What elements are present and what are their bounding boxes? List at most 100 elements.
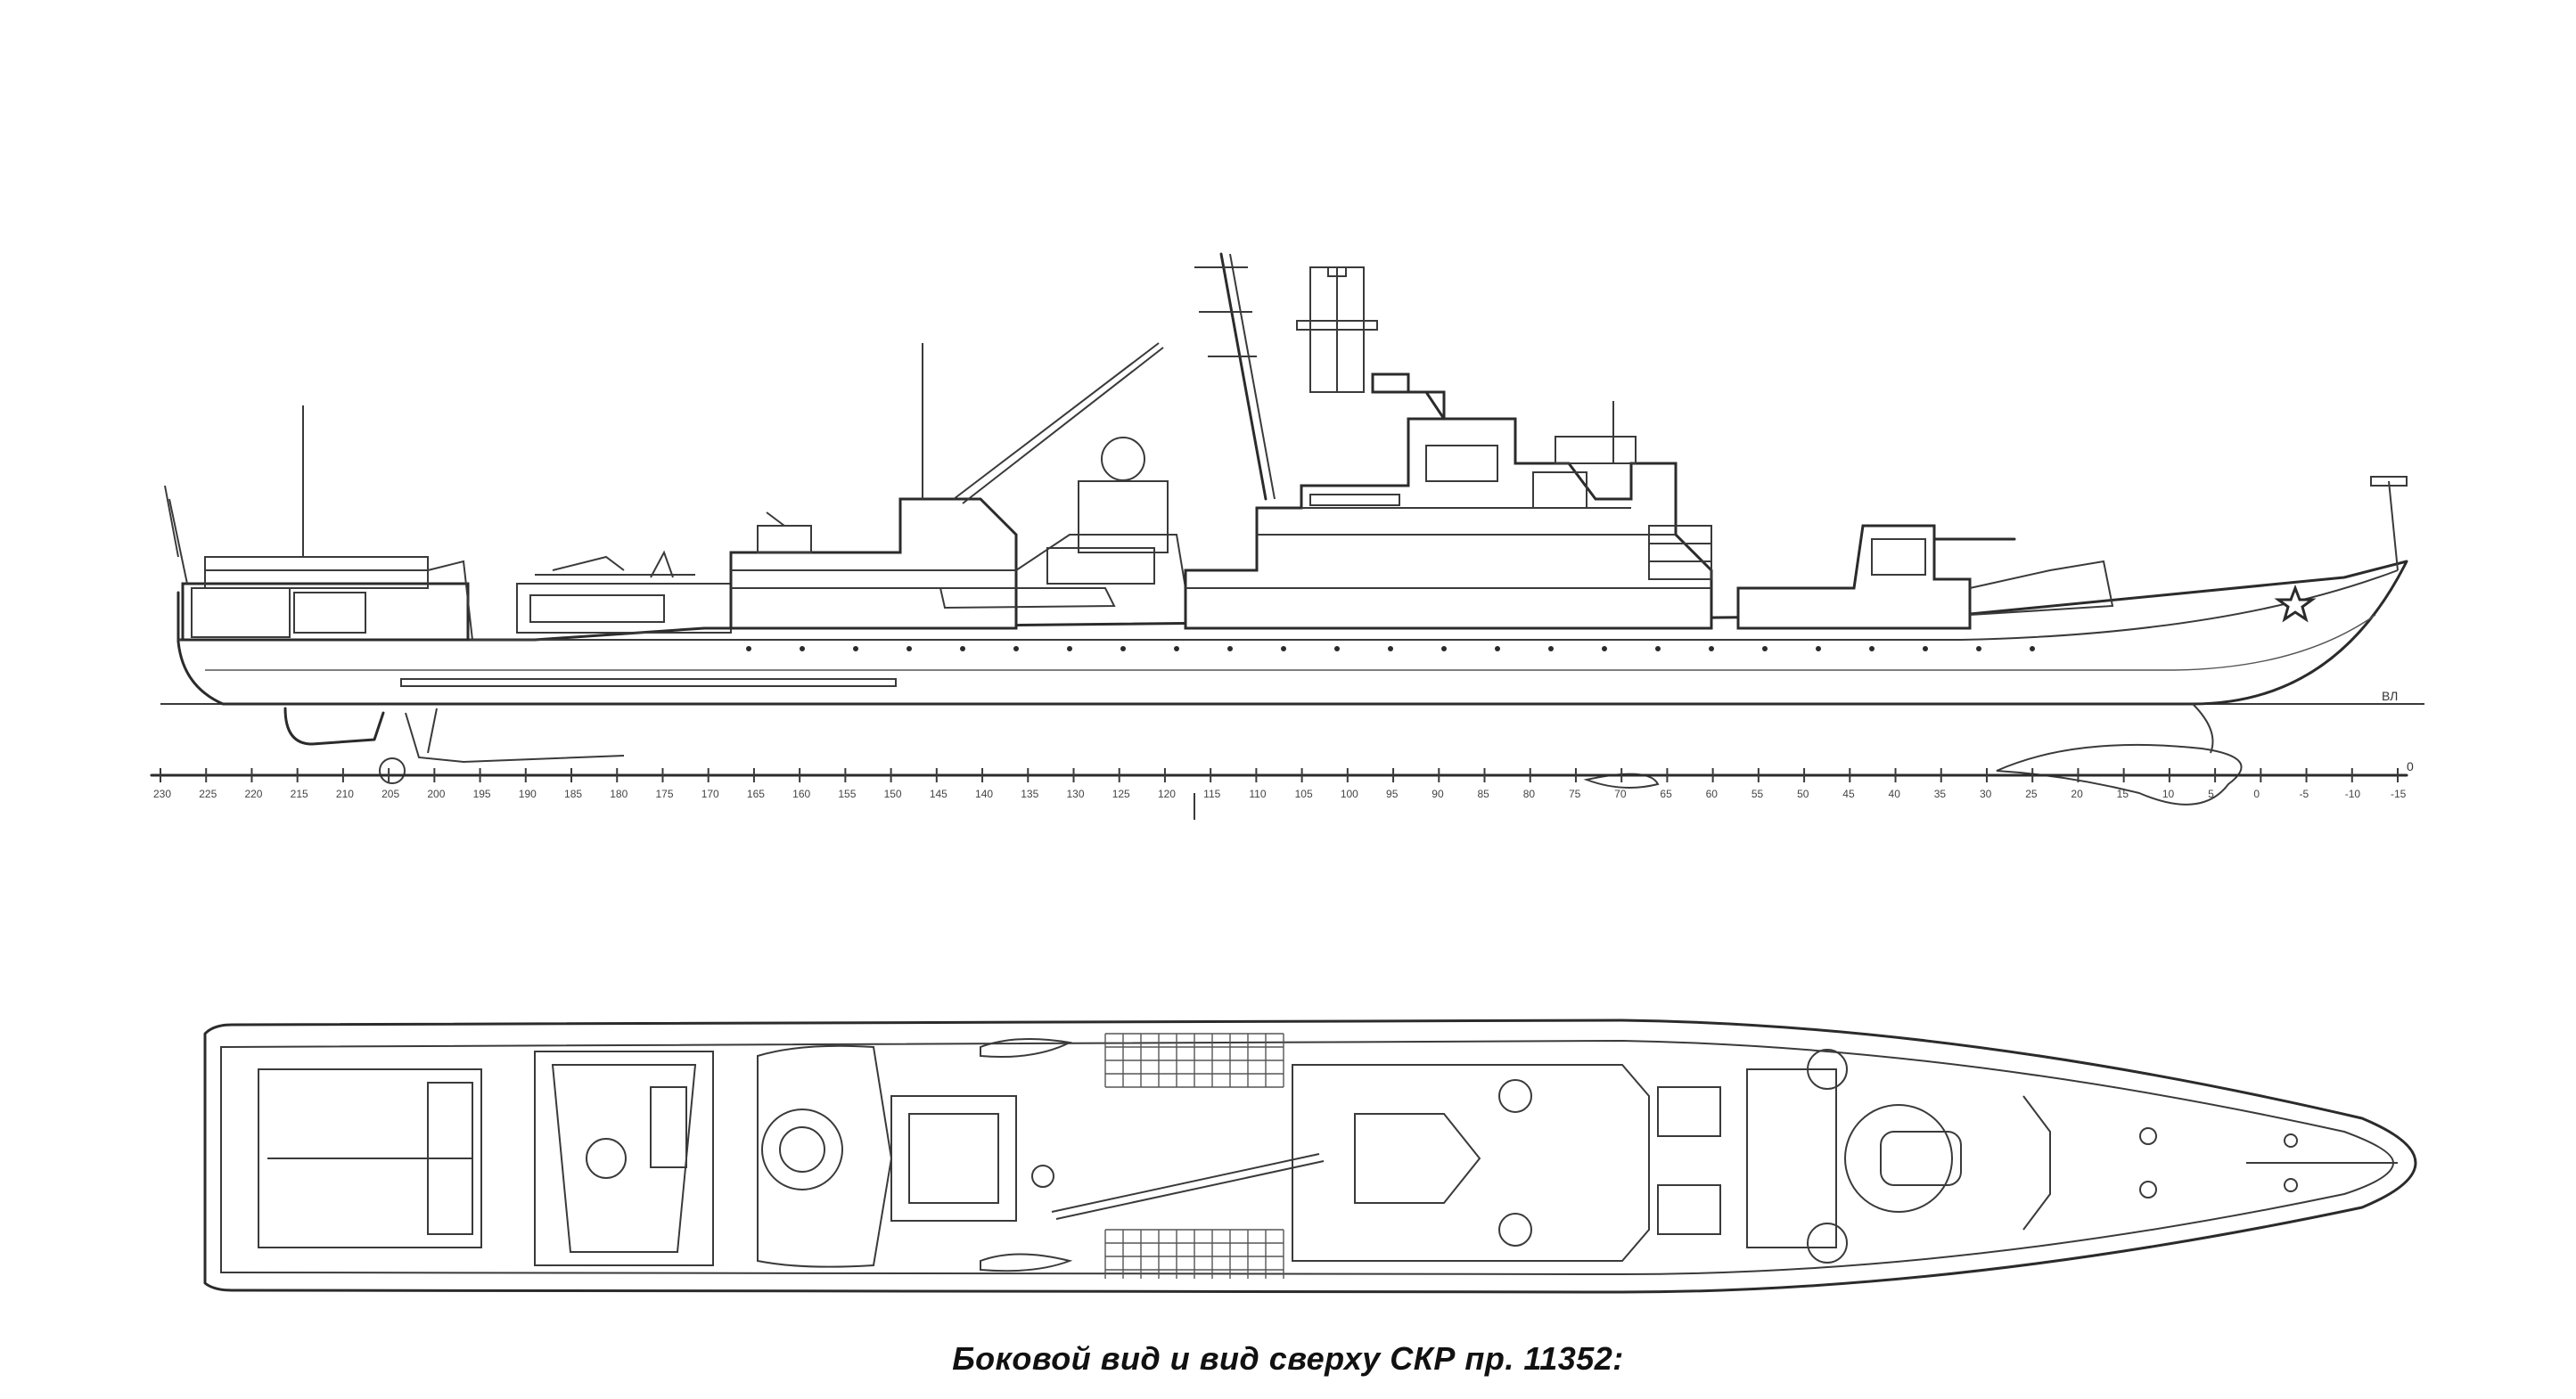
station-tick-label: 125 xyxy=(1112,788,1130,800)
foremast xyxy=(1219,252,1267,501)
porthole xyxy=(1602,646,1607,651)
boot-topping xyxy=(205,614,2376,671)
deck-outline xyxy=(203,1019,2417,1294)
station-tick-label: 130 xyxy=(1066,788,1084,800)
station-tick-label: 85 xyxy=(1478,788,1490,800)
station-tick-label: 140 xyxy=(975,788,993,800)
waterline-label: ВЛ xyxy=(2382,689,2398,703)
side-view: ВЛ xyxy=(150,252,2424,820)
station-tick-label: 110 xyxy=(1249,788,1266,800)
station-tick-label: 205 xyxy=(381,788,399,800)
station-tick-label: 225 xyxy=(199,788,217,800)
station-tick-label: 5 xyxy=(2208,788,2214,800)
porthole xyxy=(1816,646,1821,651)
porthole xyxy=(1869,646,1875,651)
porthole xyxy=(1441,646,1447,651)
station-tick-label: 20 xyxy=(2071,788,2083,800)
boat-lower xyxy=(980,1253,1073,1272)
porthole xyxy=(1709,646,1714,651)
station-tick-label: 150 xyxy=(884,788,902,800)
porthole xyxy=(746,646,751,651)
hull-stripe xyxy=(400,678,897,687)
porthole xyxy=(907,646,912,651)
station-tick-label: -10 xyxy=(2345,788,2361,800)
station-tick-label: 215 xyxy=(291,788,308,800)
station-tick-label: 160 xyxy=(792,788,810,800)
station-tick-label: 55 xyxy=(1752,788,1764,800)
crane-jib xyxy=(953,342,1160,500)
station-tick-label: 145 xyxy=(930,788,948,800)
station-tick-label: 220 xyxy=(244,788,262,800)
aft-weapons xyxy=(757,1044,1054,1268)
porthole xyxy=(1388,646,1393,651)
sonar-dome xyxy=(1996,743,2243,806)
station-tick-label: 120 xyxy=(1158,788,1176,800)
helo-deck xyxy=(258,1068,482,1248)
porthole xyxy=(1174,646,1179,651)
boat-upper xyxy=(980,1038,1073,1058)
porthole xyxy=(1227,646,1233,651)
porthole xyxy=(1334,646,1340,651)
superstructure-top xyxy=(1292,1064,1721,1262)
porthole xyxy=(1120,646,1126,651)
crane-arm-top xyxy=(1051,1153,1320,1213)
station-tick-label: 200 xyxy=(427,788,445,800)
porthole xyxy=(960,646,965,651)
mid-aft-superstructure xyxy=(729,343,1186,630)
station-tick-label: 25 xyxy=(2025,788,2038,800)
station-tick-label: 175 xyxy=(655,788,673,800)
figure-caption: Боковой вид и вид сверху СКР пр. 11352: xyxy=(952,1340,1624,1377)
station-tick-label: 75 xyxy=(1569,788,1581,800)
top-view xyxy=(203,1019,2417,1294)
deck-grid xyxy=(1104,1033,1284,1279)
station-tick-label: -5 xyxy=(2300,788,2309,800)
station-tick-label: 190 xyxy=(519,788,537,800)
station-tick-label: 50 xyxy=(1797,788,1809,800)
star-emblem-icon xyxy=(2274,584,2317,623)
porthole xyxy=(800,646,805,651)
station-tick-label: 70 xyxy=(1614,788,1627,800)
porthole xyxy=(1923,646,1928,651)
station-tick-label: 45 xyxy=(1842,788,1855,800)
station-tick-label: 210 xyxy=(336,788,354,800)
station-tick-label: -15 xyxy=(2391,788,2407,800)
station-tick-label: 230 xyxy=(153,788,171,800)
main-superstructure xyxy=(1184,252,1713,630)
station-tick-label: 165 xyxy=(747,788,765,800)
forward-gun xyxy=(1736,476,2408,630)
scale-zero-label: 0 xyxy=(2407,759,2414,773)
porthole xyxy=(853,646,858,651)
station-tick-label: 65 xyxy=(1660,788,1672,800)
porthole xyxy=(1013,646,1019,651)
station-tick-label: 60 xyxy=(1706,788,1719,800)
hangar xyxy=(534,1051,714,1266)
station-tick-label: 30 xyxy=(1980,788,1992,800)
station-tick-label: 170 xyxy=(701,788,719,800)
stern-gear xyxy=(283,707,625,784)
station-tick-label: 0 xyxy=(2253,788,2260,800)
station-tick-label: 80 xyxy=(1523,788,1536,800)
bow-fittings xyxy=(2139,1127,2398,1199)
portholes xyxy=(746,646,2035,651)
porthole xyxy=(2030,646,2035,651)
station-tick-label: 15 xyxy=(2117,788,2129,800)
porthole xyxy=(1548,646,1554,651)
station-tick-label: 155 xyxy=(838,788,856,800)
station-tick-label: 115 xyxy=(1203,788,1220,800)
aft-superstructure xyxy=(164,405,732,642)
station-tick-label: 35 xyxy=(1934,788,1947,800)
deck-line xyxy=(178,569,2399,641)
porthole xyxy=(1655,646,1661,651)
porthole xyxy=(1762,646,1768,651)
porthole xyxy=(1281,646,1286,651)
station-tick-label: 105 xyxy=(1295,788,1313,800)
porthole xyxy=(1495,646,1500,651)
porthole xyxy=(1067,646,1072,651)
station-tick-label: 100 xyxy=(1341,788,1358,800)
station-tick-label: 10 xyxy=(2162,788,2175,800)
station-tick-label: 40 xyxy=(1889,788,1901,800)
forward-turret-top xyxy=(1746,1049,2051,1264)
station-tick-label: 135 xyxy=(1021,788,1038,800)
